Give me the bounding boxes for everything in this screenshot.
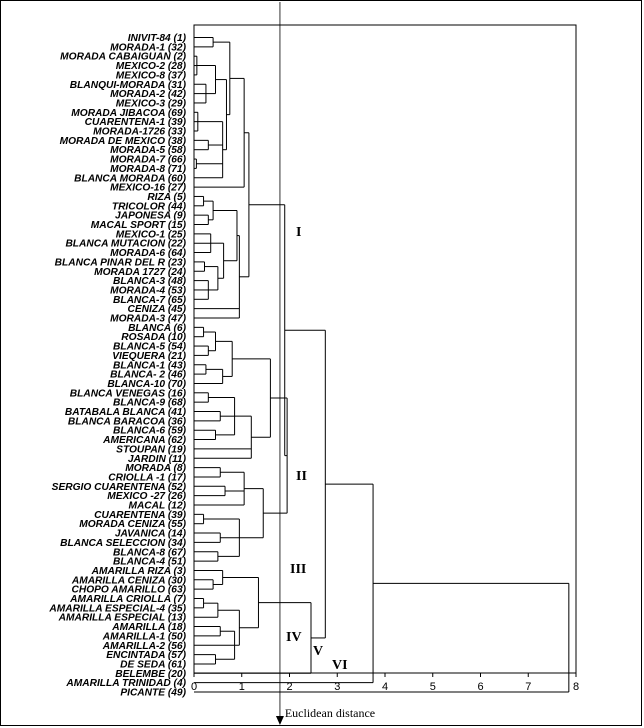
axis-tick-label: 2 [286,681,292,693]
leaf-label: MORADA 1727 (24) [94,267,187,278]
cluster-label: V [313,644,323,659]
leaf-label: BLANCA MUTACION (22) [65,239,186,250]
leaf-label: AMARILLA ESPECIAL-4 (35) [48,603,186,614]
leaf-label: MORADA (8) [125,463,186,474]
leaf-label: CHOPO AMARILLO (63) [71,585,186,596]
leaf-label: AMARILLA ESPECIAL (13) [58,613,187,624]
leaf-label: MEXICO-16 (27) [110,183,186,194]
leaf-label: SERGIO CUARENTENA (52) [52,482,187,493]
cut-line-arrow [275,716,284,725]
axis-tick-label: 1 [239,681,245,693]
leaf-label: BATABALA BLANCA (41) [65,407,187,418]
axis-tick-label: 8 [573,681,579,693]
axis-tick-label: 5 [430,681,436,693]
leaf-label: AMARILLA CRIOLLA (7) [69,594,186,605]
leaf-label: BLANCA (6) [128,323,187,334]
x-axis-label: Euclidean distance [285,706,375,720]
leaf-label: MORADA CENIZA (55) [79,519,186,530]
leaf-label: BLANCA-8 (67) [113,547,187,558]
leaf-label: MEXICO-1 (25) [116,229,187,240]
leaf-label: RIZA (5) [147,192,186,203]
axis-tick-label: 6 [477,681,483,693]
cluster-label: VI [332,658,348,673]
leaf-label: BLANCA PINAR DEL R (23) [55,257,187,268]
leaf-label: JAPONESA (9) [115,211,187,222]
leaf-label: VIEQUERA (21) [112,351,186,362]
leaf-label: BLANCA- 2 (46) [110,370,186,381]
leaf-label: AMARILLA-1 (50) [102,631,187,642]
axis-tick-label: 4 [382,681,388,693]
leaf-label: AMARILLA (18) [111,622,186,633]
axis-tick-label: 7 [525,681,531,693]
leaf-label: MORADA-1 (32) [110,42,186,53]
leaf-label: BLANCA-6 (59) [113,426,187,437]
cluster-label: II [296,469,307,484]
leaf-label: BLANCA-5 (54) [113,342,187,353]
leaf-label: MORADA CABAIGUAN (2) [60,52,186,63]
axis-tick-label: 3 [334,681,340,693]
leaf-label: AMERICANA (62) [102,435,186,446]
leaf-label: MACAL (12) [128,501,186,512]
leaf-label: AMARILLA TRINIDAD (4) [65,678,186,689]
leaf-label: MORADA-8 (71) [110,164,186,175]
leaf-label: MEXICO-2 (28) [116,61,187,72]
leaf-label: MORADA-2 (42) [110,89,186,100]
leaf-label: PICANTE (49) [120,688,186,699]
leaf-label: MORADA-1726 (33) [93,127,186,138]
leaf-label: MACAL SPORT (15) [91,220,187,231]
leaf-label: CENIZA (45) [128,304,187,315]
leaf-label: TRICOLOR (44) [112,201,187,212]
leaf-label: MEXICO-8 (37) [116,70,187,81]
leaf-label: MORADA-7 (66) [110,155,186,166]
leaf-label: BLANCA SELECCION (34) [60,538,186,549]
leaf-label: BELEMBE (20) [115,669,186,680]
leaf-label: MORADA DE MEXICO (38) [60,136,187,147]
leaf-label: AMARILLA-2 (56) [102,641,187,652]
leaf-label: ROSADA (10) [121,332,186,343]
cluster-label: I [296,225,301,240]
leaf-label: JAVANICA (14) [115,529,187,540]
leaf-label: CRIOLLA -1 (17) [108,472,186,483]
leaf-label: BLANCA-10 (70) [107,379,186,390]
plot-frame [193,24,577,674]
leaf-label: MORADA-4 (53) [110,285,186,296]
leaf-label: JARDIN (11) [128,454,187,465]
leaf-label: BLANCA BARACOA (36) [68,416,187,427]
leaf-label: STOUPAN (19) [116,444,186,455]
leaf-label: BLANCA-9 (68) [113,398,187,409]
leaf-label: BLANCA-1 (43) [113,360,187,371]
leaf-label: INIVIT-84 (1) [128,33,187,44]
leaf-label: MORADA JIBACOA (69) [71,108,186,119]
cluster-label: III [290,562,306,577]
leaf-label: ENCINTADA (57) [106,650,186,661]
leaf-label: BLANCA-4 (51) [113,557,187,568]
cluster-label: IV [286,630,302,645]
leaf-label: AMARILLA CENIZA (30) [71,575,187,586]
leaf-label: BLANQUI-MORADA (31) [70,80,187,91]
axis-tick-label: 0 [191,681,197,693]
leaf-label: AMARILLA RIZA (3) [91,566,187,577]
leaf-label: BLANCA MORADA (60) [74,173,186,184]
leaf-label: MEXICO-3 (29) [116,98,187,109]
leaf-label: MORADA-5 (58) [110,145,186,156]
leaf-label: MORADA-3 (47) [110,314,186,325]
leaf-label: BLANCA-7 (65) [113,295,187,306]
leaf-label: DE SEDA (61) [120,659,186,670]
leaf-label: CUARENTENA-1 (39) [85,117,187,128]
leaf-label: BLANCA-3 (48) [113,276,187,287]
leaf-label: MEXICO -27 (26) [107,491,186,502]
leaf-label: BLANCA VENEGAS (16) [70,388,187,399]
leaf-label: MORADA-6 (64) [110,248,186,259]
leaf-label: CUARENTENA (39) [94,510,186,521]
